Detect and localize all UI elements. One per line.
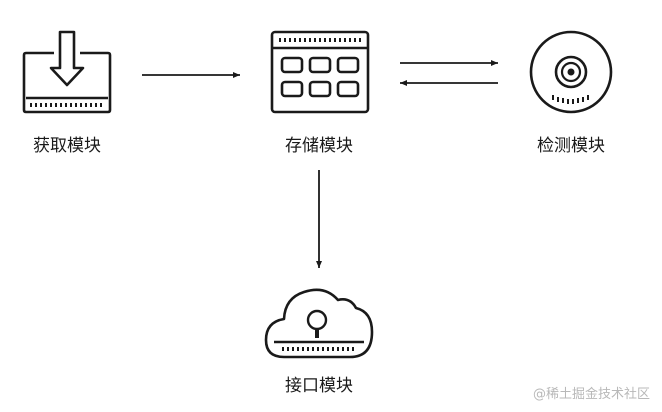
disc-icon (529, 30, 613, 114)
watermark: @稀土掘金技术社区 (532, 387, 650, 402)
storage-grid-icon (270, 30, 370, 114)
acquire-module-label: 获取模块 (33, 136, 101, 156)
download-tray-icon (22, 30, 112, 114)
detect-module-label: 检测模块 (537, 136, 605, 156)
storage-module-label: 存储模块 (285, 136, 353, 156)
interface-module-label: 接口模块 (285, 376, 353, 396)
cloud-lock-icon (264, 288, 374, 359)
